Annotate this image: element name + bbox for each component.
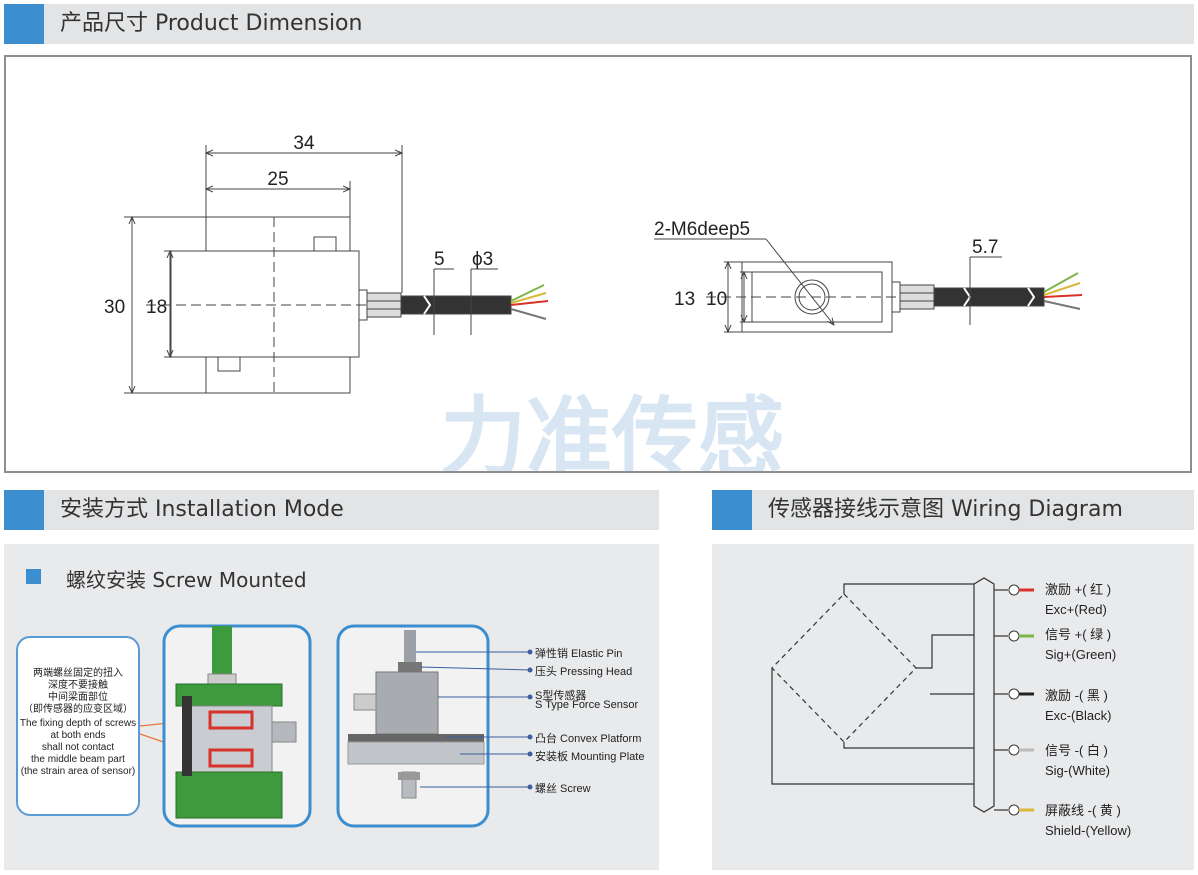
wire-label-cn: 激励 +( 红 ): [1045, 582, 1112, 597]
left-view: [124, 145, 549, 393]
callout-s-sensor-cn: S型传感器: [535, 690, 587, 702]
screw-mount-illustration: [140, 624, 533, 828]
wire-label-cn: 屏蔽线 -( 黄 ): [1045, 803, 1121, 818]
installation-subtitle: 螺纹安装 Screw Mounted: [66, 568, 307, 592]
wire-label-cn: 激励 -( 黑 ): [1045, 688, 1108, 703]
wire-terminals: [1008, 584, 1034, 816]
accent-block: [4, 4, 44, 44]
dim-13: 13: [674, 289, 695, 310]
dim-5: 5: [434, 249, 445, 270]
dimension-drawing-box: 力准传感: [4, 55, 1192, 486]
screw-depth-note: 两端螺丝固定的扭入 深度不要接触 中间梁面部位 （即传感器的应变区域） The …: [16, 636, 140, 816]
wire-label-sig-minus: 信号 -( 白 ) Sig-(White): [1045, 741, 1110, 781]
callout-screw: 螺丝 Screw: [535, 783, 591, 795]
right-view: [654, 238, 1083, 332]
dim-5-7: 5.7: [972, 237, 998, 258]
callout-convex-platform: 凸台 Convex Platform: [535, 733, 642, 745]
wire-label-en: Sig-(White): [1045, 763, 1111, 778]
section-title: 产品尺寸 Product Dimension: [60, 11, 363, 36]
dimension-drawing: 力准传感: [104, 133, 1083, 486]
section-header-wiring: 传感器接线示意图 Wiring Diagram: [712, 490, 1194, 530]
accent-block: [712, 490, 752, 530]
wire-label-exc-plus: 激励 +( 红 ) Exc+(Red): [1045, 580, 1111, 620]
note-en-line: (the strain area of sensor): [20, 766, 136, 777]
note-cn-line: 中间梁面部位: [48, 692, 108, 703]
note-en-line: at both ends: [50, 730, 106, 741]
section-title: 传感器接线示意图 Wiring Diagram: [768, 497, 1123, 522]
note-en-line: the middle beam part: [31, 754, 125, 765]
dim-30: 30: [104, 297, 125, 318]
note-en-line: shall not contact: [41, 742, 115, 753]
note-cn-line: 两端螺丝固定的扭入: [33, 668, 123, 679]
hole-label: 2-M6deep5: [654, 219, 750, 240]
wire-label-en: Exc+(Red): [1045, 602, 1107, 617]
dim-phi3: ϕ3: [472, 249, 493, 270]
wiring-diagram: [771, 577, 1034, 816]
wire-label-cn: 信号 +( 绿 ): [1045, 627, 1112, 642]
wire-label-shield: 屏蔽线 -( 黄 ) Shield-(Yellow): [1045, 801, 1131, 841]
callout-s-sensor-en: S Type Force Sensor: [535, 699, 639, 711]
note-en-line: The fixing depth of screws: [19, 718, 137, 729]
callout-pressing-head: 压头 Pressing Head: [535, 666, 633, 678]
wire-label-en: Shield-(Yellow): [1045, 823, 1132, 838]
dim-25: 25: [267, 169, 288, 190]
section-header-dimension: 产品尺寸 Product Dimension: [4, 4, 1194, 44]
wire-label-exc-minus: 激励 -( 黑 ) Exc-(Black): [1045, 686, 1111, 726]
accent-block: [4, 490, 44, 530]
section-title: 安装方式 Installation Mode: [60, 497, 344, 522]
wire-label-en: Exc-(Black): [1045, 708, 1112, 723]
callout-mounting-plate: 安装板 Mounting Plate: [535, 751, 645, 763]
section-header-installation: 安装方式 Installation Mode: [4, 490, 659, 530]
wire-label-en: Sig+(Green): [1045, 647, 1117, 662]
watermark: 力准传感: [440, 390, 784, 471]
bullet-square: [26, 569, 41, 584]
dim-10: 10: [706, 289, 727, 310]
wire-label-sig-plus: 信号 +( 绿 ) Sig+(Green): [1045, 625, 1116, 665]
callout-elastic-pin: 弹性销 Elastic Pin: [535, 648, 623, 660]
wiring-panel: [712, 544, 1194, 870]
dim-18: 18: [146, 297, 167, 318]
wire-label-cn: 信号 -( 白 ): [1045, 743, 1108, 758]
dim-34: 34: [293, 133, 315, 154]
note-cn-line: （即传感器的应变区域）: [23, 704, 133, 715]
note-cn-line: 深度不要接触: [48, 680, 108, 691]
